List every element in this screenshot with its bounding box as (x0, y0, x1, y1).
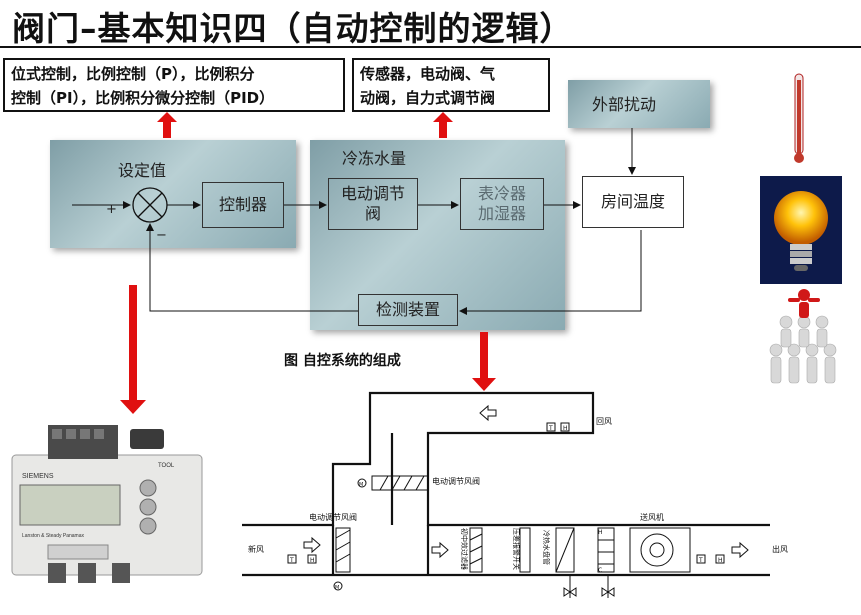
return-air-label: 回风 (596, 417, 612, 426)
coil-label-line: 表冷器 (477, 184, 526, 203)
red-down-arrow (472, 332, 496, 391)
red-up-arrow (433, 112, 453, 138)
red-down-arrow (120, 285, 146, 414)
valve-label-line: 电动调节 (340, 184, 405, 203)
controller-panel (50, 140, 296, 248)
people-pyramid-icon (769, 289, 837, 384)
disturbance-panel (568, 80, 710, 128)
actuator-panel (310, 140, 565, 330)
setpoint-label: 设定值 (118, 161, 167, 180)
chilled-water-label: 冷冻水量 (342, 149, 407, 168)
left-damper-label: 电动调节风阀 (309, 512, 357, 522)
red-up-arrow (157, 112, 177, 138)
room-temperature-label: 房间温度 (600, 192, 665, 211)
sensor-m-label: M (359, 482, 363, 488)
filter-label: 初中效过滤器 (460, 528, 469, 570)
sensor-c-label: C (598, 567, 602, 574)
sensor-t-label: T (548, 425, 553, 432)
callout-line: 位式控制，比例控制（P），比例积分 (11, 65, 255, 83)
sensor-h-label: H (563, 425, 568, 432)
minus-sign: − (156, 228, 167, 243)
callout-line: 控制（PI），比例积分微分控制（PID） (11, 89, 275, 107)
valve-block: 电动调节 阀 (328, 178, 418, 230)
callout-line: 动阀，自力式调节阀 (360, 89, 496, 107)
fan-label: 送风机 (640, 512, 664, 522)
thermometer-icon (794, 73, 804, 163)
sensor-block: 检测装置 (358, 294, 458, 326)
plus-sign: + (106, 202, 117, 217)
title-divider (0, 46, 861, 48)
disturbance-label: 外部扰动 (592, 95, 657, 114)
callout-line: 传感器，电动阀、气 (360, 65, 496, 83)
supply-air-label: 出风 (772, 544, 788, 554)
controller-block: 控制器 (202, 182, 284, 228)
valve-label-line: 阀 (364, 204, 381, 223)
sensor-t-label: T (698, 557, 703, 564)
device-brand: SIEMENS (22, 473, 54, 480)
page-title: 阀门–基本知识四（自动控制的逻辑） (12, 9, 574, 48)
light-bulb-icon (760, 176, 842, 284)
device-model: Lanston & Steady Panamax (22, 533, 84, 539)
fresh-air-label: 新风 (248, 544, 264, 554)
sensor-h-label: H (598, 529, 603, 536)
coil-label: 冷热水盘管 (542, 530, 551, 565)
figure-caption: 图 自控系统的组成 (284, 353, 401, 369)
controller-label: 控制器 (218, 195, 267, 214)
pressure-switch-label: 压差报警开关 (512, 528, 521, 570)
control-modes-callout: 位式控制，比例控制（P），比例积分 控制（PI），比例积分微分控制（PID） (3, 58, 345, 112)
sensor-m-label: M (335, 585, 339, 591)
sensor-h-label: H (718, 557, 723, 564)
controller-device-image: SIEMENS TOOL Lanston & Steady Panamax (11, 425, 203, 583)
room-temperature-block: 房间温度 (582, 176, 684, 228)
sensor-t-label: T (289, 557, 294, 564)
sensor-h-label: H (310, 557, 315, 564)
coil-label-line: 加湿器 (477, 204, 526, 223)
sensor-label: 检测装置 (375, 300, 440, 319)
actuators-callout: 传感器，电动阀、气 动阀，自力式调节阀 (352, 58, 550, 112)
top-damper-label: 电动调节风阀 (432, 476, 480, 486)
coil-block: 表冷器 加湿器 (460, 178, 544, 230)
device-tool-label: TOOL (158, 463, 175, 469)
